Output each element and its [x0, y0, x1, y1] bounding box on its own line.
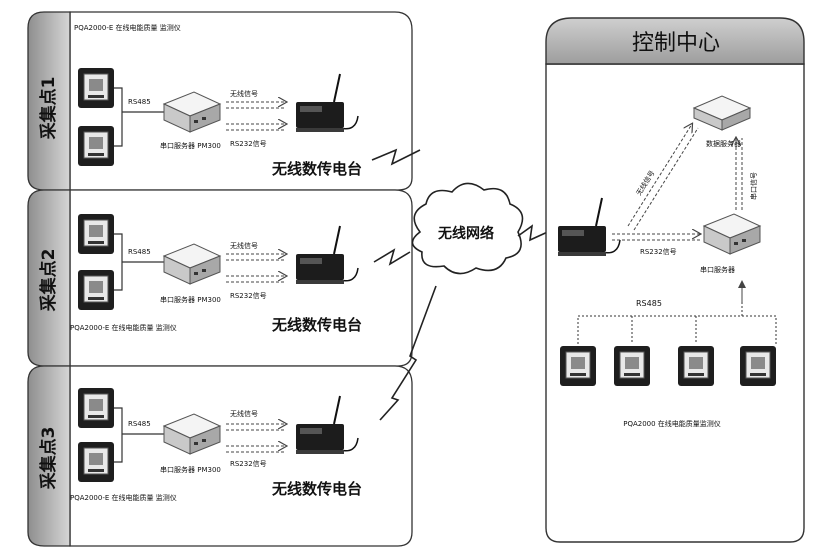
site-2-bus-label: RS485: [128, 248, 151, 256]
control-center-panel: 控制中心: [545, 17, 805, 543]
link-cloud-center: [517, 224, 553, 242]
wireless-network-label: 无线网络: [437, 225, 494, 242]
site-1-signal-bottom: RS232信号: [230, 139, 267, 148]
site-3-radio-label: 无线数传电台: [271, 480, 362, 498]
power-analyzer-1a: [77, 67, 115, 109]
center-analyzer-caption: PQA2000 在线电能质量监测仪: [623, 419, 721, 428]
center-analyzer-4: [739, 345, 777, 387]
site-3-converter-label: 串口服务器 PM300: [160, 465, 221, 474]
site-2-bus-wire: [114, 233, 164, 291]
site-3-signal-top: 无线信号: [230, 409, 258, 418]
link-site2-cloud: [373, 248, 411, 266]
site-label-3: 采集点3: [38, 427, 59, 491]
wireless-network-cloud: 无线网络: [411, 182, 524, 275]
power-analyzer-3b: [77, 441, 115, 483]
site-label-2: 采集点2: [38, 249, 59, 313]
power-analyzer-2b: [77, 269, 115, 311]
site-1-bus-label: RS485: [128, 98, 151, 106]
site-3-signal-bottom: RS232信号: [230, 459, 267, 468]
control-center-title: 控制中心: [632, 31, 720, 56]
center-analyzer-2: [613, 345, 651, 387]
site-2-signal-top: 无线信号: [230, 241, 258, 250]
center-rs485-bus: [577, 290, 777, 344]
site-panel-2: [27, 189, 413, 367]
site-3-bus-wire: [114, 407, 164, 463]
site-1-signal-top: 无线信号: [230, 89, 258, 98]
data-server: [692, 95, 752, 131]
site-2-signal-bottom: RS232信号: [230, 291, 267, 300]
site-2-analyzer-caption: PQA2000-E 在线电能质量 监测仪: [70, 323, 177, 332]
center-analyzer-3: [677, 345, 715, 387]
link-site3-cloud: [379, 285, 437, 421]
control-center-devices: 数据服务器 串口服务器 无线信号 RS232信号 串口信号 RS485 PQA2…: [557, 95, 777, 428]
site-2-radio-label: 无线数传电台: [271, 316, 362, 334]
site-label-1: 采集点1: [38, 77, 59, 141]
site-3-devices: PQA2000-E 在线电能质量 监测仪 RS485 串口服务器 PM300 无…: [70, 387, 362, 502]
site-3-analyzer-caption: PQA2000-E 在线电能质量 监测仪: [70, 493, 177, 502]
center-bus-label: RS485: [636, 299, 662, 308]
site-1-converter-label: 串口服务器 PM300: [160, 141, 221, 150]
link-site1-cloud: [371, 148, 421, 166]
site-1-analyzer-caption: PQA2000-E 在线电能质量 监测仪: [74, 23, 181, 32]
site-3-bus-label: RS485: [128, 420, 151, 428]
center-arrow-wireless: [627, 124, 692, 227]
power-analyzer-2a: [77, 213, 115, 255]
center-converter-label: 串口服务器: [700, 265, 735, 274]
site-1-devices: PQA2000-E 在线电能质量 监测仪 RS485 串口服务器 PM300 无…: [74, 23, 362, 178]
site-1-bus-wire: [114, 87, 164, 147]
center-analyzer-1: [559, 345, 597, 387]
site-2-devices: PQA2000-E 在线电能质量 监测仪 RS485 串口服务器 PM300 无…: [70, 213, 362, 334]
center-serial-signal: RS232信号: [640, 247, 677, 256]
site-1-radio-label: 无线数传电台: [271, 160, 362, 178]
center-channel-signal: 串口信号: [749, 172, 758, 200]
center-arrow-wireless-b: [633, 127, 699, 231]
data-server-label: 数据服务器: [706, 139, 741, 148]
wireless-links: [371, 148, 553, 421]
power-analyzer-3a: [77, 387, 115, 429]
site-2-converter-label: 串口服务器 PM300: [160, 295, 221, 304]
site-panel-3: [27, 365, 413, 547]
power-analyzer-1b: [77, 125, 115, 167]
